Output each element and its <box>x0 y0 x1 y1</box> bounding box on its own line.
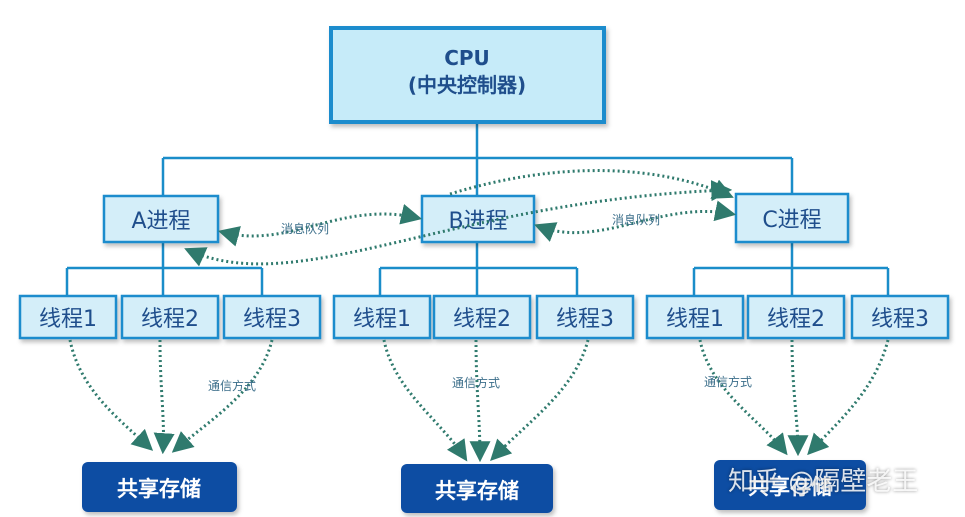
thread-label: 线程3 <box>243 307 301 332</box>
message-queue-arrows <box>184 169 737 267</box>
shared-storage-box <box>714 460 866 510</box>
thread-box <box>332 294 432 340</box>
communication-label: 通信方式 <box>704 374 752 389</box>
thread-box <box>222 294 322 340</box>
tree-connectors <box>65 122 890 296</box>
shared-storage-box <box>82 462 237 512</box>
shared-storage-label: 共享存储 <box>435 479 519 503</box>
thread-box <box>535 294 635 340</box>
process-b-label: B进程 <box>448 209 507 234</box>
thread-label: 线程2 <box>453 307 511 332</box>
thread-label: 线程3 <box>871 307 929 332</box>
thread-label: 线程1 <box>39 307 97 332</box>
thread-label: 线程2 <box>767 307 825 332</box>
thread-box <box>432 294 532 340</box>
thread-box <box>746 294 846 340</box>
thread-label: 线程2 <box>141 307 199 332</box>
shared-storage-box <box>401 464 553 513</box>
message-queue-label: 消息队列 <box>281 221 329 236</box>
cpu-title: CPU <box>444 46 490 70</box>
thread-box <box>850 294 950 340</box>
thread-box <box>645 294 745 340</box>
thread-box <box>120 294 220 340</box>
message-queue-label: 消息队列 <box>612 212 660 227</box>
thread-box <box>18 294 118 340</box>
cpu-subtitle: (中央控制器) <box>408 73 526 97</box>
cpu-node <box>329 26 606 124</box>
storage-arrows <box>68 339 890 463</box>
thread-label: 线程1 <box>666 307 724 332</box>
shared-storage-label: 共享存储 <box>117 477 201 501</box>
process-a-label: A进程 <box>131 209 190 234</box>
watermark: 知乎 @隔壁老王 <box>728 467 919 497</box>
shared-storage-label: 共享存储 <box>748 475 832 499</box>
process-c-box <box>734 192 850 244</box>
communication-label: 通信方式 <box>208 378 256 393</box>
communication-label: 通信方式 <box>452 375 500 390</box>
thread-label: 线程3 <box>556 307 614 332</box>
thread-label: 线程1 <box>353 307 411 332</box>
process-c-label: C进程 <box>762 208 821 233</box>
